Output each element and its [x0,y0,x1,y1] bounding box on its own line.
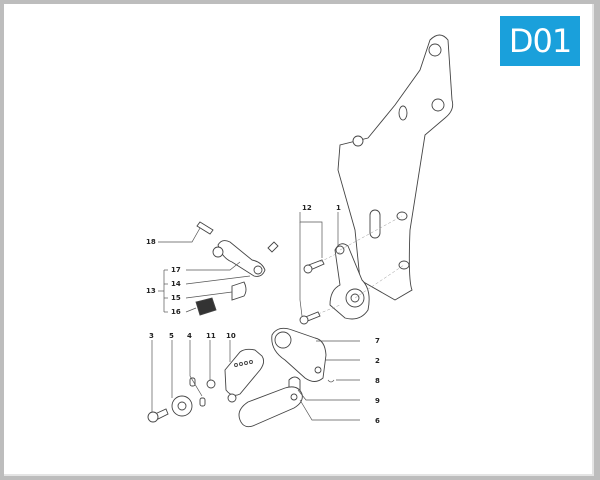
callout-10: 10 [226,332,236,340]
callout-16: 16 [171,308,181,316]
heel-plate-10 [224,348,265,396]
callout-9: 9 [375,397,380,405]
callout-15: 15 [171,294,181,302]
washer-5-hole [177,401,187,411]
callout-8: 8 [375,377,380,385]
callout-4: 4 [187,332,192,340]
callout-3: 3 [149,332,154,340]
lever-assembly-13 [195,221,279,316]
rubber-16 [195,297,217,316]
bolt-18 [196,221,214,235]
screw-11a [206,379,216,389]
callout-5: 5 [169,332,174,340]
clip-8 [327,379,335,383]
part-2-holder [271,327,327,382]
callout-13: 13 [146,287,156,295]
leader-lines [151,212,360,421]
callout-6: 6 [375,417,380,425]
callout-18: 18 [146,238,156,246]
callout-12: 12 [302,204,312,212]
diagram-code-badge: D01 [500,16,580,66]
callout-17: 17 [171,266,181,274]
callout-7: 7 [375,337,380,345]
bolt-3 [147,408,169,423]
pin-4b [199,397,206,407]
callout-11: 11 [206,332,216,340]
footpeg-6 [238,386,303,428]
pin-15 [231,281,247,301]
pin-4a [189,377,196,387]
callout-2: 2 [375,357,380,365]
part-1-arm [329,243,370,320]
frame-bracket [337,34,454,301]
callout-14: 14 [171,280,181,288]
bolts-12 [299,259,325,325]
screw-11b [227,393,237,403]
callout-1: 1 [336,204,341,212]
